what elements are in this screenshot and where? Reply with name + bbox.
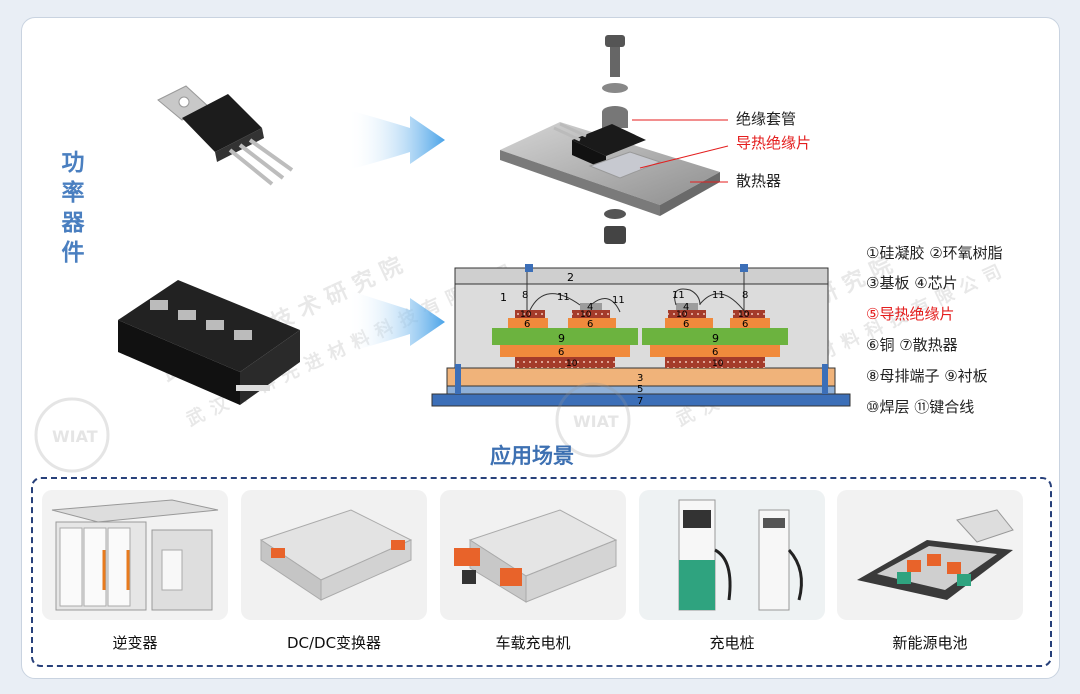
layer-number: 2 xyxy=(567,271,574,284)
scene-label-battery: 新能源电池 xyxy=(892,634,968,652)
layer-number: 4 xyxy=(587,302,593,313)
title-char: 器 xyxy=(61,210,85,236)
scene-label-charging-pile: 充电桩 xyxy=(709,634,755,652)
title-char: 功 xyxy=(61,150,85,176)
layer-number: 11 xyxy=(712,290,725,301)
arrow-right-icon xyxy=(348,290,445,352)
layer-number: 9 xyxy=(558,332,565,345)
legend-item-highlight: ⑤导热绝缘片 xyxy=(866,305,955,323)
ev-battery-image xyxy=(837,490,1023,620)
watermark-logo-text: WIAT xyxy=(52,427,98,446)
layer-number: 6 xyxy=(742,319,748,330)
layer-number: 6 xyxy=(683,319,689,330)
layer-number: 4 xyxy=(683,302,689,313)
title-char: 率 xyxy=(61,180,85,206)
layer-number: 9 xyxy=(712,332,719,345)
thermal-pad-label: 导热绝缘片 xyxy=(736,134,812,152)
layer-number: 11 xyxy=(612,295,625,306)
layer-number: 6 xyxy=(524,319,530,330)
igbt-module xyxy=(118,280,300,405)
dcdc-converter-image xyxy=(241,490,427,620)
legend-item: ⑩焊层 ⑪键合线 xyxy=(866,398,975,416)
layer-number: 10 xyxy=(520,310,532,320)
to220-transistor xyxy=(157,85,294,186)
watermark-logo: WIAT WIAT xyxy=(34,382,631,473)
assembly-exploded-view xyxy=(500,35,729,244)
layer-number: 7 xyxy=(637,396,643,407)
scene-label-inverter: 逆变器 xyxy=(112,634,158,652)
layer-number: 3 xyxy=(637,373,643,384)
layer-number: 11 xyxy=(557,292,570,303)
layer-number: 6 xyxy=(712,347,718,358)
layer-number: 10 xyxy=(580,310,592,320)
arrow-right-icon xyxy=(348,110,445,170)
legend-item: ③基板 ④芯片 xyxy=(866,274,958,292)
layer-number: 1 xyxy=(500,291,507,304)
layer-number: 5 xyxy=(637,384,643,395)
charging-pile-image xyxy=(639,490,825,620)
legend-item: ⑥铜 ⑦散热器 xyxy=(866,336,958,354)
onboard-charger-image xyxy=(440,490,626,620)
layer-number: 6 xyxy=(558,347,564,358)
inverter-image xyxy=(42,490,228,620)
heatsink-label: 散热器 xyxy=(736,172,782,190)
watermark-logo-text: WIAT xyxy=(573,412,619,431)
layer-number: 10 xyxy=(712,359,724,369)
scenarios-frame xyxy=(31,477,1052,667)
layer-number: 10 xyxy=(738,310,750,320)
layer-number: 10 xyxy=(566,359,578,369)
scene-label-charger: 车载充电机 xyxy=(495,634,571,652)
legend-item: ⑧母排端子 ⑨衬板 xyxy=(866,367,988,385)
application-scenarios-title: 应用场景 xyxy=(490,444,574,468)
layer-number: 6 xyxy=(587,319,593,330)
title-char: 件 xyxy=(61,240,85,266)
layer-number: 8 xyxy=(522,290,528,301)
sleeve-label: 绝缘套管 xyxy=(736,110,797,128)
layer-number: 10 xyxy=(676,310,688,320)
module-cross-section: 2 1 8 8 11 11 11 11 4 4 10 10 10 10 6 6 … xyxy=(431,264,851,407)
legend-item: ①硅凝胶 ②环氧树脂 xyxy=(866,244,1003,262)
power-device-title: 功 率 器 件 xyxy=(58,148,88,268)
layer-number: 8 xyxy=(742,290,748,301)
scene-label-dcdc: DC/DC变换器 xyxy=(286,634,382,652)
layer-number: 11 xyxy=(672,290,685,301)
